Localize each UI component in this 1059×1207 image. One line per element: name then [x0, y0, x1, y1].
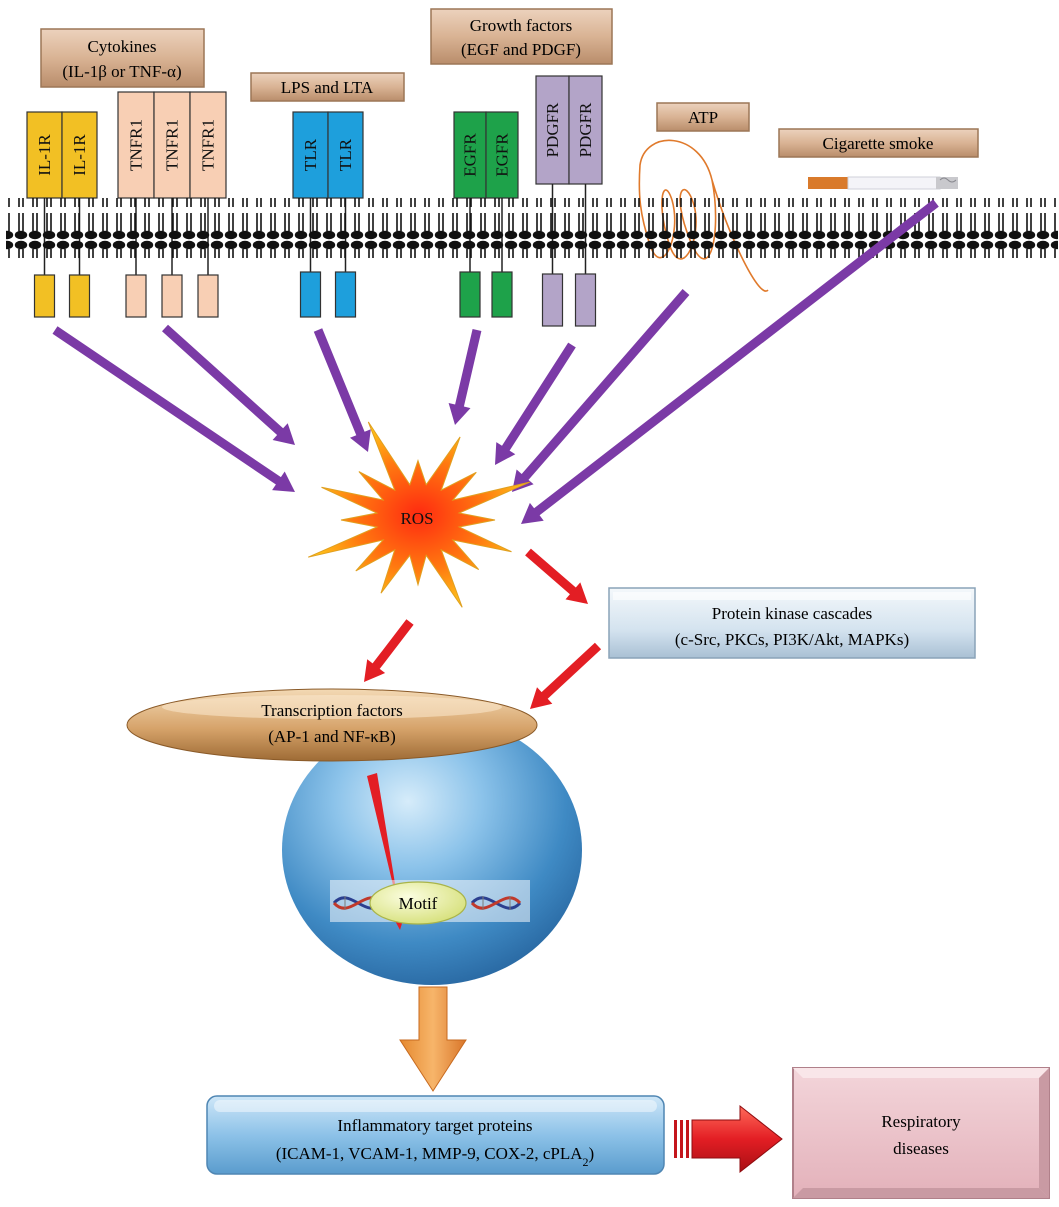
tnfr1-receptor-cytoplasmic-domain	[161, 274, 183, 318]
inflammatory-targets-label-line1: Inflammatory target proteins	[337, 1116, 532, 1135]
respiratory-diseases-box: Respiratory diseases	[792, 1067, 1050, 1199]
tnfr1-receptor-label: TNFR1	[199, 119, 218, 171]
tlr-receptor-cytoplasmic-domain	[299, 271, 322, 318]
respiratory-diseases-label-line2: diseases	[893, 1139, 949, 1158]
lps-label-box: LPS and LTA	[250, 72, 405, 102]
growth-factors-label-line1: Growth factors	[470, 16, 572, 35]
lps-label: LPS and LTA	[281, 78, 374, 97]
egfr-receptor-cytoplasmic-domain	[459, 271, 481, 318]
il1r-receptor-cytoplasmic-domain	[33, 274, 56, 318]
cytokines-label-box: Cytokines (IL-1β or TNF-α)	[40, 28, 205, 88]
atp-label-box: ATP	[656, 102, 750, 132]
kinase-to-tf-arrow	[530, 642, 602, 709]
cytokines-label-line1: Cytokines	[88, 37, 157, 56]
tnfr1-receptor-label: TNFR1	[163, 119, 182, 171]
transcription-factors-label-line1: Transcription factors	[261, 701, 403, 720]
tlr-receptor-label: TLR	[336, 138, 355, 171]
il1r-receptor-ecd	[61, 111, 98, 199]
tnfr1-receptor-cytoplasmic-domain	[197, 274, 219, 318]
pdgfr-receptor-cytoplasmic-domain	[541, 273, 564, 327]
cigarette-smoke-label-box: Cigarette smoke	[778, 128, 979, 158]
cigarette-smoke-arrow	[521, 199, 939, 524]
protein-kinase-label-line1: Protein kinase cascades	[712, 604, 873, 623]
growth-factors-label-box: Growth factors (EGF and PDGF)	[430, 8, 613, 65]
egfr-receptor-label: EGFR	[461, 133, 480, 177]
ros-label: ROS	[400, 509, 433, 528]
tlr-receptor-cytoplasmic-domain	[334, 271, 357, 318]
cigarette-smoke-label: Cigarette smoke	[823, 134, 934, 153]
protein-kinase-box: Protein kinase cascades (c-Src, PKCs, PI…	[608, 587, 976, 659]
tnfr1-receptor-label: TNFR1	[127, 119, 146, 171]
pdgfr-receptor-ecd	[568, 75, 603, 185]
tf-to-motif-arrow	[367, 773, 409, 930]
cigarette-icon	[808, 176, 958, 190]
atp-label: ATP	[688, 108, 718, 127]
nucleus-to-targets-arrow	[399, 986, 467, 1092]
il1r-receptor-label: IL-1R	[35, 134, 54, 176]
motif-ellipse: Motif	[369, 881, 467, 925]
tnfr1-receptor-cytoplasmic-domain	[125, 274, 147, 318]
tnfr1-receptor-ecd	[117, 91, 155, 199]
protein-kinase-label-line2: (c-Src, PKCs, PI3K/Akt, MAPKs)	[675, 630, 909, 649]
il1r-receptor-label: IL-1R	[70, 134, 89, 176]
transcription-factors-label-line2: (AP-1 and NF-κB)	[268, 727, 396, 746]
egfr-receptor-label: EGFR	[493, 133, 512, 177]
atp-arrow	[512, 289, 690, 492]
tlr-receptor-label: TLR	[301, 138, 320, 171]
respiratory-diseases-label-line1: Respiratory	[881, 1112, 961, 1131]
ros-burst: ROS	[307, 421, 531, 608]
pdgfr-receptor-label: PDGFR	[543, 102, 562, 157]
targets-to-disease-arrow	[674, 1104, 783, 1174]
growth-factors-label-line2: (EGF and PDGF)	[461, 40, 581, 59]
tnfr1-receptor-ecd	[153, 91, 191, 199]
cytokines-label-line2: (IL-1β or TNF-α)	[62, 62, 181, 81]
inflammatory-targets-label-line2: (ICAM-1, VCAM-1, MMP-9, COX-2, cPLA2)	[276, 1144, 594, 1169]
egfr-arrow	[448, 329, 482, 425]
stimulus-to-ros-arrows	[52, 199, 939, 524]
tlr-receptor-ecd	[292, 111, 329, 199]
tnfr1-receptor-ecd	[189, 91, 227, 199]
ros-to-tf-arrow	[364, 619, 414, 682]
tnfr1-arrow	[162, 324, 295, 445]
tlr-arrow	[313, 328, 371, 452]
pdgfr-arrow	[495, 342, 576, 465]
il1r-arrow	[52, 326, 295, 492]
motif-label: Motif	[399, 894, 438, 913]
il1r-receptor-cytoplasmic-domain	[68, 274, 91, 318]
signal-red-arrows	[364, 548, 602, 709]
transcription-factors-ellipse: Transcription factors (AP-1 and NF-κB)	[126, 688, 538, 762]
pdgfr-receptor-cytoplasmic-domain	[574, 273, 597, 327]
receptor-group: IL-1R IL-1R TNFR1 TNFR1 TNFR1 TLR TLR EGFR EGFR P…	[26, 75, 603, 327]
egfr-receptor-ecd	[453, 111, 487, 199]
egfr-receptor-cytoplasmic-domain	[491, 271, 513, 318]
inflammatory-targets-box: Inflammatory target proteins (ICAM-1, VC…	[206, 1095, 665, 1175]
ros-to-kinase-arrow	[525, 548, 588, 604]
tlr-receptor-ecd	[327, 111, 364, 199]
pdgfr-receptor-label: PDGFR	[576, 102, 595, 157]
